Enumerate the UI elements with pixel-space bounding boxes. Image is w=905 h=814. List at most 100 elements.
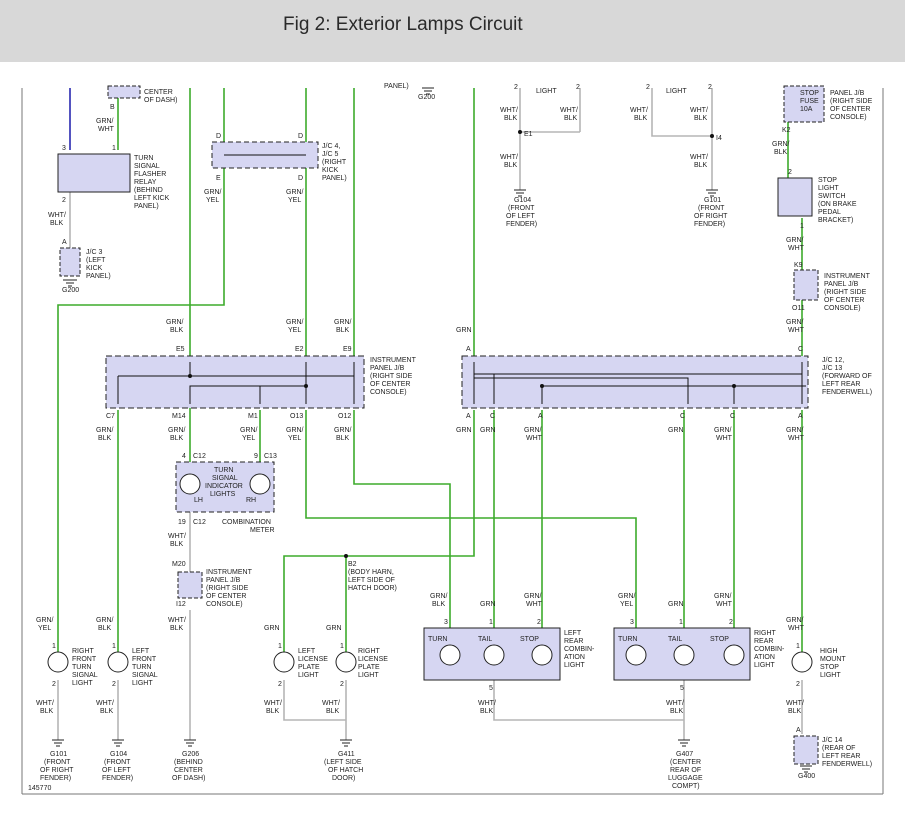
- hm-name-4: LIGHT: [820, 672, 841, 679]
- o11-wire-2: WHT: [788, 327, 805, 334]
- lf-name-3: TURN: [132, 664, 151, 671]
- jc12-out-pin-5: C: [730, 413, 735, 420]
- hm-pin-2: 2: [796, 681, 800, 688]
- jc12-out-wire-6b: WHT: [788, 435, 805, 442]
- lf-name-4: SIGNAL: [132, 672, 158, 679]
- jc12-out-wire-6a: GRN/: [786, 427, 804, 434]
- wire-license-feed: [283, 410, 475, 660]
- jc12-out-wire-5a: GRN/: [714, 427, 732, 434]
- e9-wire-2: BLK: [336, 327, 350, 334]
- switch-label-5: PEDAL: [818, 209, 841, 216]
- b2-label-2: LEFT SIDE OF: [348, 577, 395, 584]
- lr-name-2: REAR: [564, 638, 583, 645]
- jc12-grn-top: GRN: [456, 327, 472, 334]
- stop-fuse-box: [783, 85, 825, 123]
- g104-bottom-3: OF LEFT: [102, 767, 132, 774]
- g104-top-1: G104: [514, 197, 531, 204]
- jc3-pin-a: A: [62, 239, 67, 246]
- g400-label: G400: [798, 773, 815, 780]
- g407-5: COMPT): [672, 783, 700, 790]
- single-bulbs: [47, 651, 813, 673]
- rf-gw-2: BLK: [40, 708, 54, 715]
- rh-indicator-bulb: [249, 473, 271, 495]
- wb3-a: WHT/: [630, 107, 648, 114]
- meter-rh: RH: [246, 497, 256, 504]
- hm-name-1: HIGH: [820, 648, 838, 655]
- k9-jb-2: PANEL J/B: [824, 281, 859, 288]
- jc3-label-2: (LEFT: [86, 257, 106, 264]
- fuse-wire-1: GRN/: [772, 141, 790, 148]
- jc12-out-wire-5b: WHT: [716, 435, 733, 442]
- i12-wire-2: BLK: [170, 625, 184, 632]
- hm-gw-1: WHT/: [786, 700, 804, 707]
- jc12-pin-a-top: A: [466, 346, 471, 353]
- jc12-out-pin-3: A: [538, 413, 543, 420]
- hm-pin-1: 1: [796, 643, 800, 650]
- meter-label-1: TURN: [214, 467, 233, 474]
- lf-name-2: FRONT: [132, 656, 157, 663]
- jc4-wire2-a: GRN/: [286, 189, 304, 196]
- pin-2c: 2: [646, 84, 650, 91]
- flasher-wire-2: BLK: [50, 220, 64, 227]
- figure-header: Fig 2: Exterior Lamps Circuit: [0, 0, 905, 62]
- wb5-b: BLK: [504, 162, 518, 169]
- o11-wire-1: GRN/: [786, 319, 804, 326]
- wb2-a: WHT/: [560, 107, 578, 114]
- ipjb-internal: [117, 362, 355, 404]
- fuse-name-1: STOP: [800, 90, 819, 97]
- rf-pin-1: 1: [52, 643, 56, 650]
- flasher-label-5: (BEHIND: [134, 187, 163, 194]
- jc12-out-pin-6: A: [798, 413, 803, 420]
- m20-jb-box: [177, 571, 203, 599]
- lr-gw-1: WHT/: [478, 700, 496, 707]
- rf-name-2: FRONT: [72, 656, 97, 663]
- jc12-label-1: J/C 12,: [822, 357, 844, 364]
- ipjb-pin-e2: E2: [295, 346, 304, 353]
- panel-fragment: PANEL): [384, 83, 409, 90]
- jc3-label-4: PANEL): [86, 273, 111, 280]
- g200-top: G200: [418, 94, 435, 101]
- llp-wire: GRN: [264, 625, 280, 632]
- g101-top-3: OF RIGHT: [694, 213, 728, 220]
- jc4-d3: D: [298, 175, 303, 182]
- rf-gw-1: WHT/: [36, 700, 54, 707]
- g101-bottom-3: OF RIGHT: [40, 767, 74, 774]
- jc4-wire1-b: YEL: [206, 197, 219, 204]
- light-left: LIGHT: [536, 88, 557, 95]
- o11-pin: O11: [792, 305, 805, 312]
- wire-o12: [353, 410, 451, 630]
- ipjb-pin-o13: O13: [290, 413, 303, 420]
- rr-pin-2: 2: [729, 619, 733, 626]
- rf-name-5: LIGHT: [72, 680, 93, 687]
- e9-wire-1: GRN/: [334, 319, 352, 326]
- g407-4: LUGGAGE: [668, 775, 703, 782]
- jc12-label-4: LEFT REAR: [822, 381, 860, 388]
- g407-3: REAR OF: [670, 767, 701, 774]
- splice-dots: [188, 130, 736, 558]
- switch-label-6: BRACKET): [818, 217, 853, 224]
- g101-bottom-1: G101: [50, 751, 67, 758]
- llp-gw-1: WHT/: [264, 700, 282, 707]
- rf-name-1: RIGHT: [72, 648, 95, 655]
- switch-wire-1: GRN/: [786, 237, 804, 244]
- lr-pin-2: 2: [537, 619, 541, 626]
- o12-wire-2: BLK: [336, 435, 350, 442]
- g411-2: (LEFT SIDE: [324, 759, 362, 766]
- hm-gw-2: BLK: [788, 708, 802, 715]
- wb4-a: WHT/: [690, 107, 708, 114]
- rr-turn: TURN: [618, 636, 637, 643]
- meter-c13: C13: [264, 453, 277, 460]
- g206-3: CENTER: [174, 767, 203, 774]
- jc14-label-2: (REAR OF: [822, 745, 855, 752]
- meter-wire-1: WHT/: [168, 533, 186, 540]
- rear-bulbs: [439, 644, 745, 666]
- llp-name-2: LICENSE: [298, 656, 328, 663]
- wb1-b: BLK: [504, 115, 518, 122]
- b-pin: B: [110, 104, 115, 111]
- e5-wire-1: GRN/: [166, 319, 184, 326]
- ipjb-pin-m1: M1: [248, 413, 258, 420]
- flasher-label-7: PANEL): [134, 203, 159, 210]
- wb4-b: BLK: [694, 115, 708, 122]
- figure-number: 145770: [28, 785, 51, 792]
- rr-name-4: ATION: [754, 654, 775, 661]
